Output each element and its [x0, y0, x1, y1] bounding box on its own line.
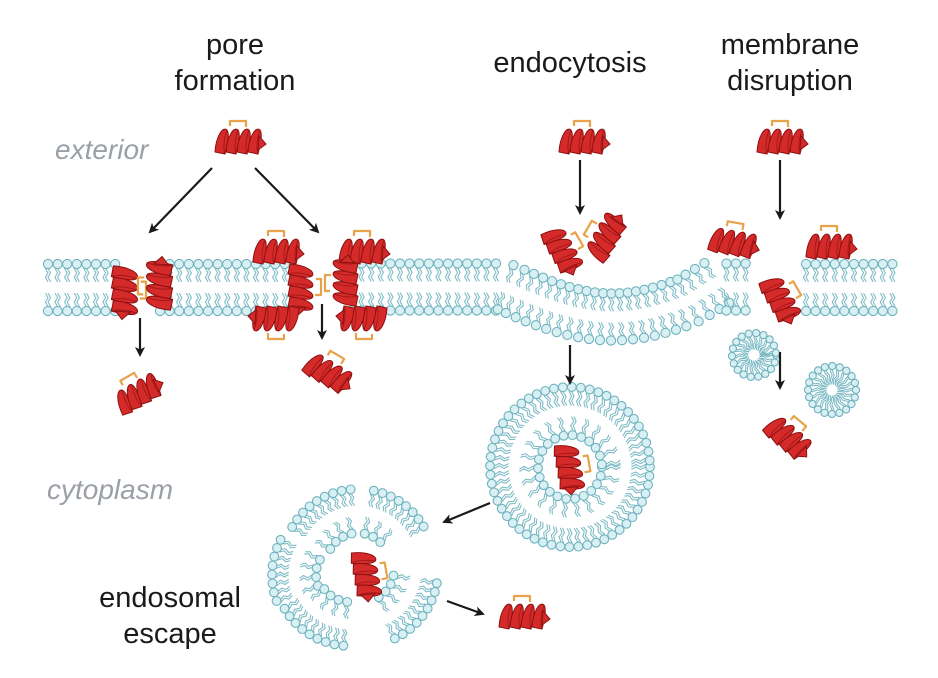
label-exterior: exterior — [55, 134, 149, 165]
endosome-fragment-top2 — [359, 485, 429, 548]
endosome-vesicle — [485, 382, 655, 552]
label-escape-line1: endosomal — [99, 582, 241, 614]
endosome-fragment-bottom — [279, 584, 353, 651]
peptide-escape-released — [498, 594, 551, 630]
micelle-small-1 — [727, 328, 781, 381]
peptide-endo-bound-1 — [540, 229, 585, 276]
endosome-fragment-top — [287, 484, 357, 554]
peptide-released-1 — [117, 371, 164, 416]
membrane-left — [42, 258, 121, 317]
peptide-disrupt-1 — [706, 220, 760, 260]
label-disruption-line1: membrane — [720, 29, 860, 61]
peptide-pore-toroid-1 — [252, 229, 305, 265]
arrow-pore-left — [148, 167, 213, 234]
peptide-escape-inside — [350, 552, 389, 603]
peptide-released-2 — [301, 349, 353, 395]
peptide-endo-bound-2 — [582, 212, 628, 264]
peptide-pore-toroid-5 — [323, 254, 359, 307]
label-cytoplasm: cytoplasm — [47, 474, 174, 505]
micelle-small-2 — [803, 361, 861, 419]
peptide-pore-toroid-4 — [338, 229, 391, 265]
peptide-pore-source — [214, 119, 267, 155]
label-pore-line1: pore — [205, 29, 265, 61]
arrow-endo-to-escape — [442, 501, 491, 524]
label-escape-line2: escape — [123, 618, 217, 650]
label-endocytosis: endocytosis — [493, 47, 647, 79]
membrane-right — [800, 258, 898, 317]
peptide-endo-source — [558, 119, 611, 155]
peptide-disrupt-2 — [805, 224, 858, 260]
label-membrane-disruption: membrane disruption — [700, 27, 880, 99]
peptide-pore-toroid-6 — [335, 305, 388, 341]
peptide-pore-toroid-3 — [247, 305, 300, 341]
peptide-disrupt-source — [756, 119, 809, 155]
peptide-disrupt-released — [761, 414, 812, 461]
endosome-fragment-left — [267, 534, 325, 606]
label-pore-line2: formation — [174, 65, 296, 97]
arrow-escape-release — [446, 599, 485, 616]
endosome-fragment-right — [373, 570, 442, 644]
peptide-endosome-inside — [553, 445, 592, 496]
label-pore-formation: pore formation — [150, 27, 320, 99]
label-endosomal-escape: endosomal escape — [70, 580, 270, 652]
peptide-disrupt-3 — [758, 278, 803, 325]
peptide-pore-left-a — [110, 265, 148, 321]
peptide-pore-left-b — [136, 255, 174, 311]
label-disruption-line2: disruption — [727, 65, 853, 97]
arrow-pore-right — [254, 167, 320, 234]
membrane-endocytosis — [346, 257, 751, 346]
